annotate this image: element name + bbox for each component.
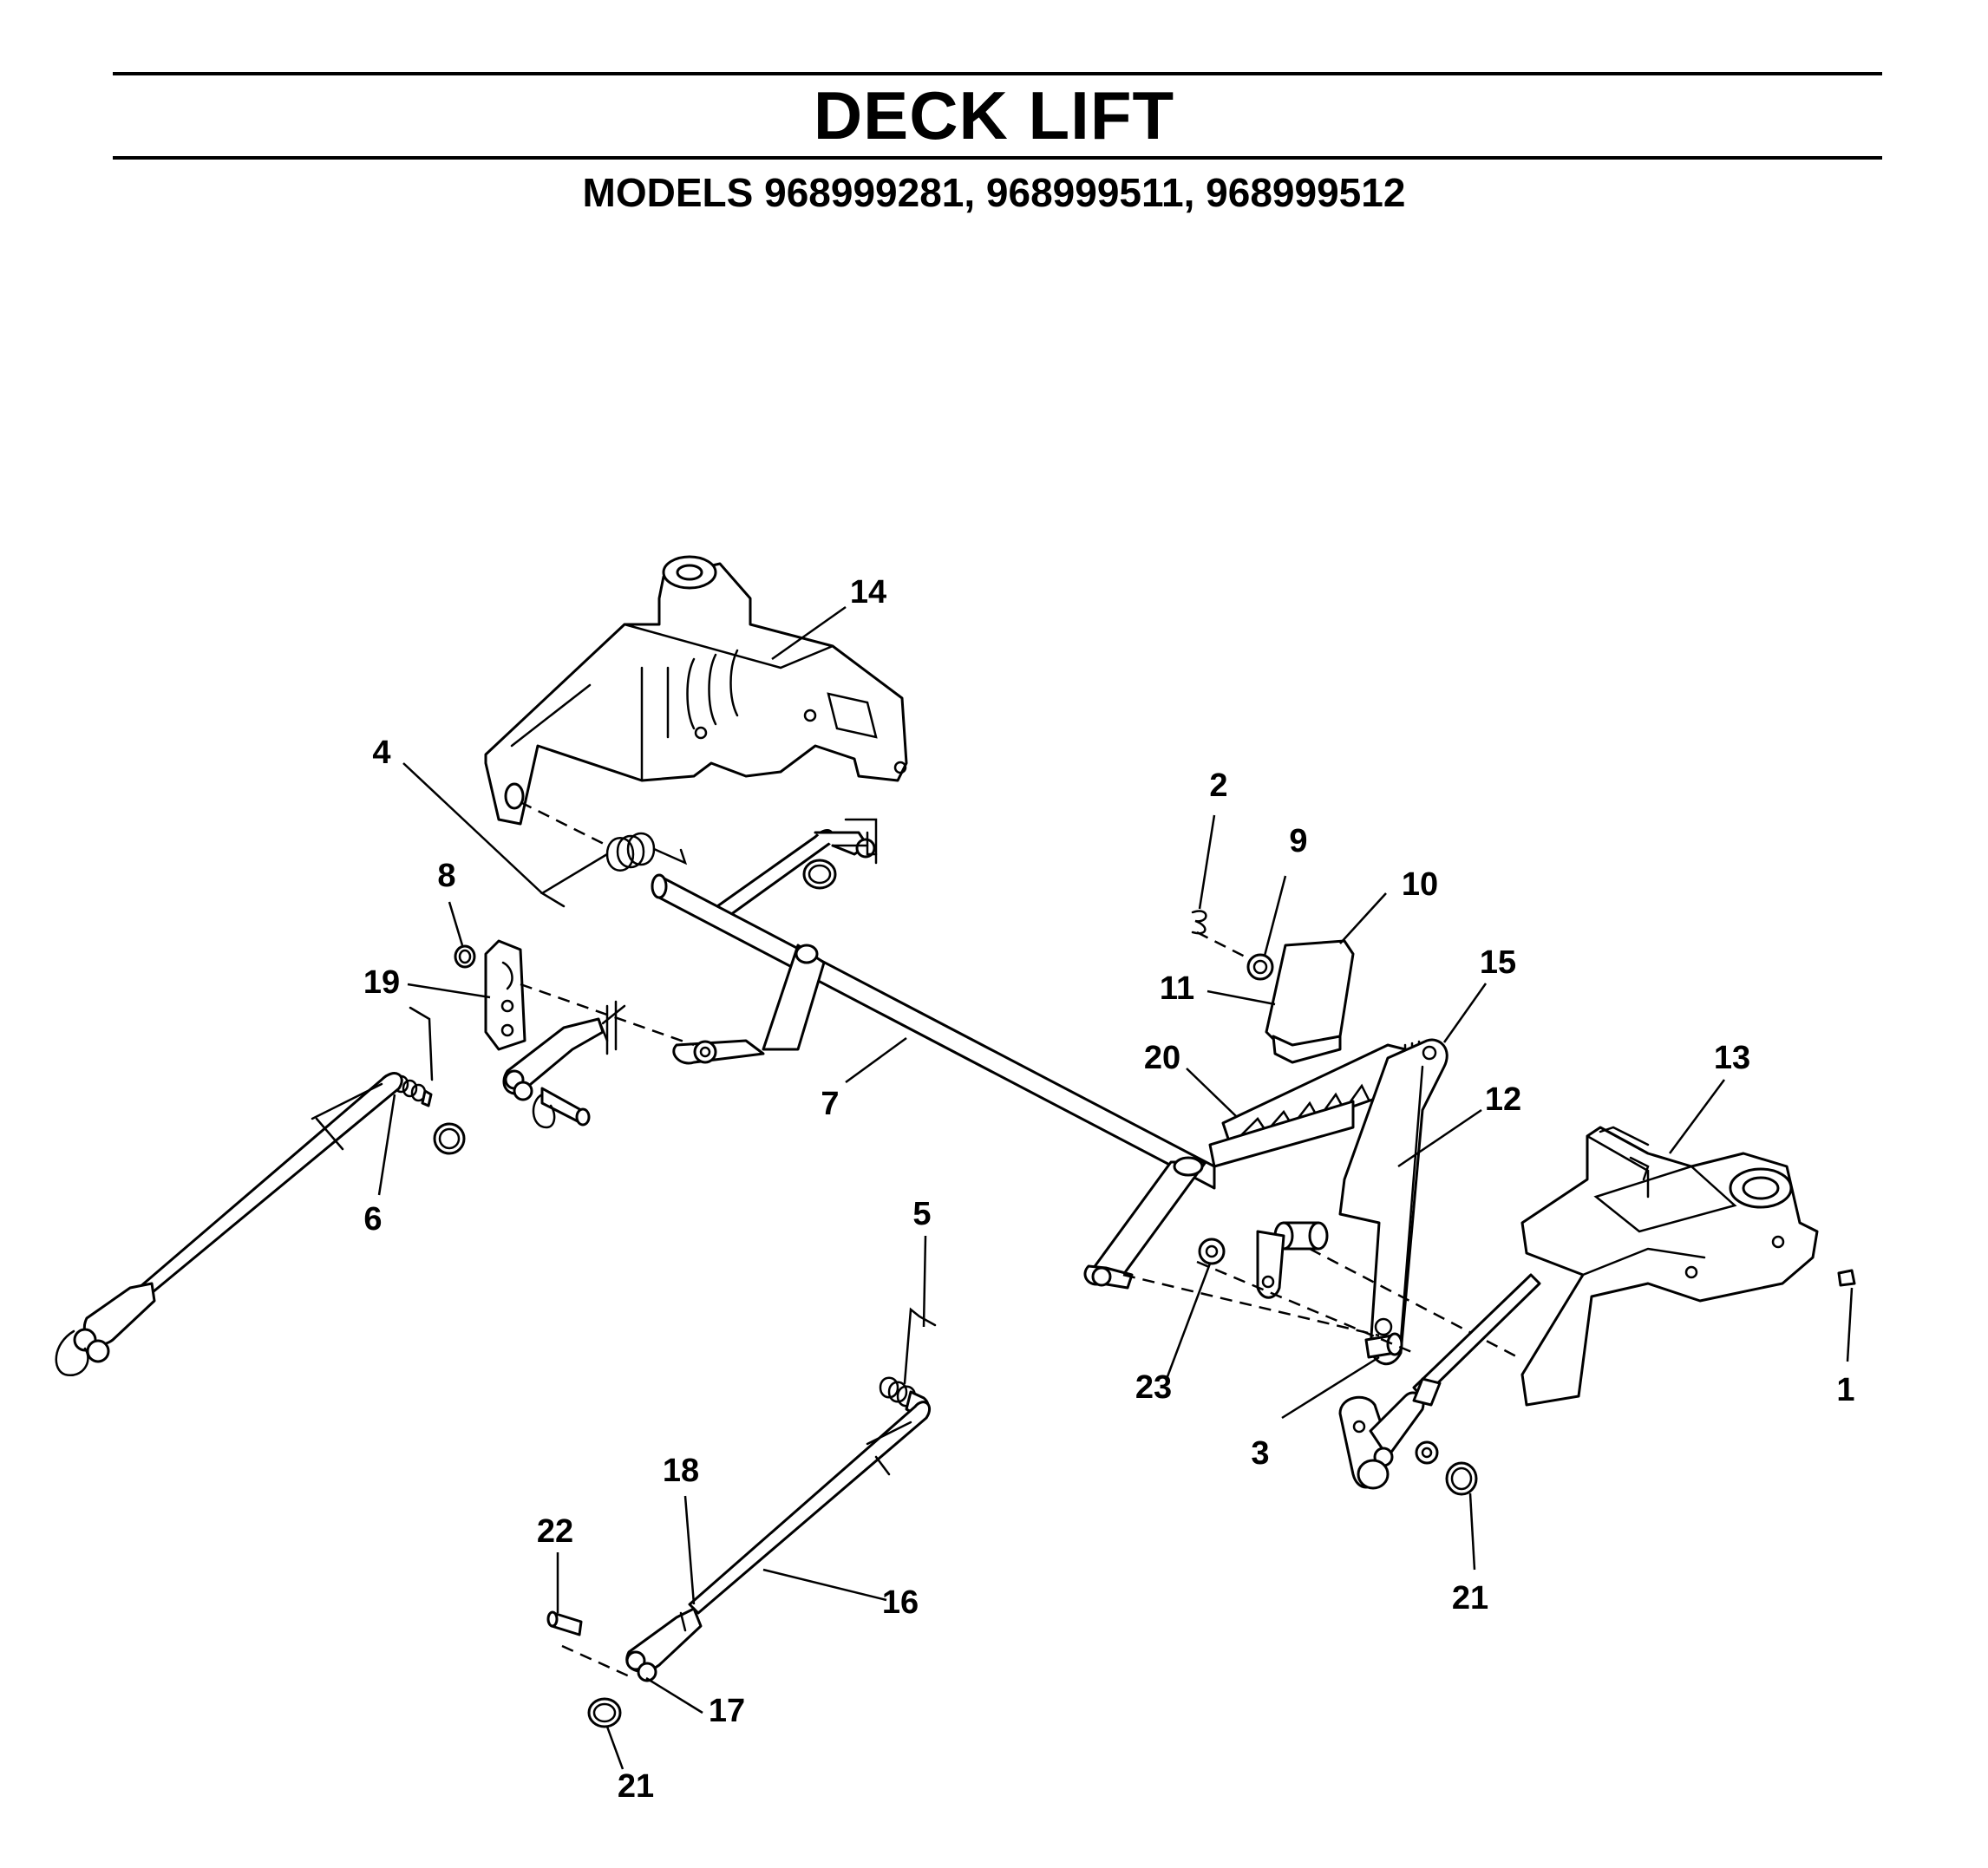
callout-11: 11 xyxy=(1160,970,1194,1007)
callout-14: 14 xyxy=(850,574,886,611)
callout-7: 7 xyxy=(821,1086,839,1122)
callout-18: 18 xyxy=(663,1453,699,1489)
title-rule-top xyxy=(113,72,1882,75)
callout-5: 5 xyxy=(912,1196,931,1232)
clip-2 xyxy=(1191,910,1207,935)
callout-8: 8 xyxy=(437,858,455,894)
callout-13: 13 xyxy=(1714,1040,1750,1076)
callout-15: 15 xyxy=(1480,944,1516,981)
callout-21-lower: 21 xyxy=(618,1768,654,1805)
callout-21-right: 21 xyxy=(1452,1580,1488,1617)
callout-20: 20 xyxy=(1144,1040,1180,1076)
callout-6: 6 xyxy=(363,1201,382,1238)
callout-16: 16 xyxy=(882,1584,919,1621)
stub-pin xyxy=(1256,1221,1329,1299)
callout-3: 3 xyxy=(1251,1435,1269,1472)
washer-right xyxy=(1415,1440,1439,1465)
ring-left xyxy=(433,1122,466,1155)
right-lift-link xyxy=(1412,1273,1541,1407)
page-title: DECK LIFT xyxy=(813,77,1175,153)
lift-link-16 xyxy=(688,1401,932,1615)
ring-21-right xyxy=(1445,1461,1478,1496)
nut-9 xyxy=(1246,953,1274,981)
callout-2: 2 xyxy=(1209,767,1227,804)
callout-17: 17 xyxy=(709,1693,745,1729)
spring-6 xyxy=(393,1006,434,1107)
bracket-14 xyxy=(484,555,908,826)
ring-upper xyxy=(802,859,837,890)
front-link-arm xyxy=(1083,1156,1207,1290)
bolt-3 xyxy=(1364,1332,1403,1359)
clevis-17 xyxy=(625,1607,703,1682)
nut-23 xyxy=(1198,1238,1226,1265)
spring-5 xyxy=(879,1307,937,1417)
clevis-pin-upper xyxy=(532,1087,591,1129)
callout-22: 22 xyxy=(537,1513,573,1550)
callout-23: 23 xyxy=(1135,1369,1172,1406)
models-subtitle: MODELS 968999281, 968999511, 968999512 xyxy=(582,170,1406,215)
title-rule-bottom xyxy=(113,156,1882,160)
set-screw-1 xyxy=(1837,1269,1856,1287)
callout-9: 9 xyxy=(1289,823,1307,859)
right-clevis-bracket xyxy=(1338,1391,1425,1490)
lift-shaft-7 xyxy=(651,873,1216,1190)
ring-21-lower xyxy=(587,1697,622,1728)
pedal-11 xyxy=(1272,1035,1342,1064)
pedal-pad-10 xyxy=(1265,939,1355,1051)
callout-4: 4 xyxy=(372,735,390,771)
leader-lines xyxy=(377,605,1854,1770)
ring-8 xyxy=(454,944,476,969)
left-lift-link xyxy=(55,1072,403,1377)
bracket-13 xyxy=(1520,1126,1819,1407)
callout-1: 1 xyxy=(1836,1372,1854,1408)
upper-clevis xyxy=(502,1000,626,1101)
callout-19: 19 xyxy=(363,964,400,1001)
bracket-19 xyxy=(484,939,526,1051)
pin-22 xyxy=(546,1610,583,1636)
callout-10: 10 xyxy=(1402,866,1438,903)
upper-link-rod xyxy=(710,818,878,921)
callout-12: 12 xyxy=(1485,1081,1521,1118)
